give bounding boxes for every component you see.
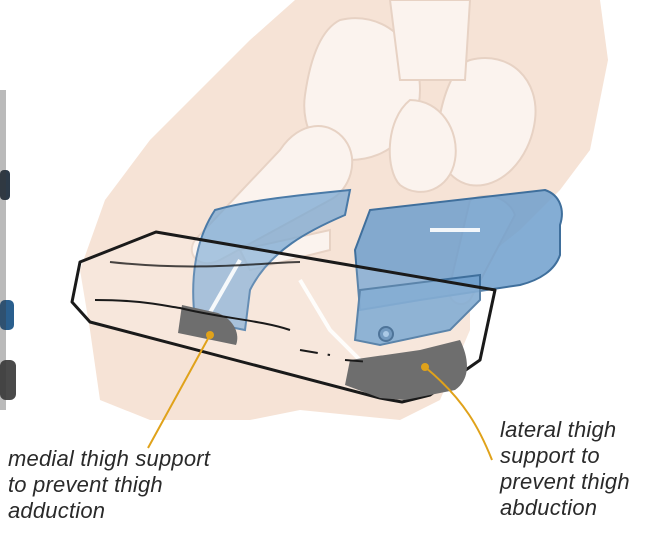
lateral-label-line: abduction (500, 495, 630, 521)
wheelchair-frame-fragment (0, 90, 16, 410)
lateral-label-line: support to (500, 443, 630, 469)
medial-label-line: adduction (8, 498, 210, 524)
medial-support-label: medial thigh support to prevent thigh ad… (8, 446, 210, 524)
medial-label-line: to prevent thigh (8, 472, 210, 498)
medial-label-line: medial thigh support (8, 446, 210, 472)
lateral-label-line: lateral thigh (500, 417, 630, 443)
lateral-label-line: prevent thigh (500, 469, 630, 495)
lateral-support-label: lateral thigh support to prevent thigh a… (500, 417, 630, 521)
